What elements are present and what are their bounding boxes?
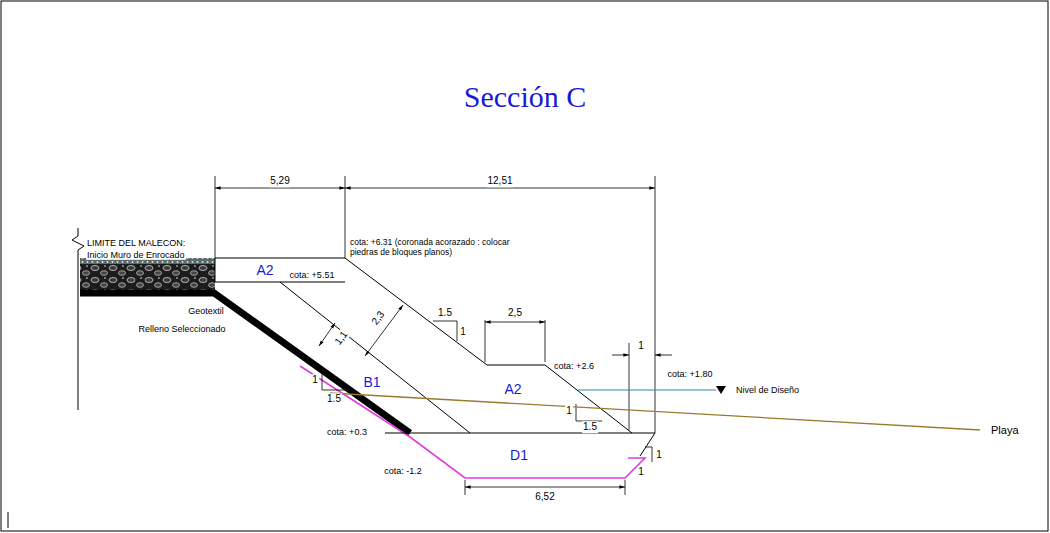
inner-slope <box>280 282 470 433</box>
drawing-label: 1,1 <box>332 328 351 348</box>
thickness-dimension <box>365 305 403 356</box>
drawing-label: 2,3 <box>369 308 388 328</box>
level-symbol <box>716 386 726 394</box>
slope-triangle <box>322 372 346 390</box>
slope-triangle <box>576 404 602 421</box>
drawing-label: B1 <box>362 374 381 390</box>
drawing-label: LIMITE DEL MALECON: <box>86 238 186 248</box>
drawing-label: A2 <box>503 381 522 397</box>
drawing-label: 1 <box>311 374 319 386</box>
thickness-dimension <box>319 323 335 346</box>
dimension-line <box>465 487 625 488</box>
slope-triangle <box>645 447 652 462</box>
liner <box>300 366 645 478</box>
drawing-label: D1 <box>509 447 529 463</box>
drawing-label: Inicio Muro de Enrocado <box>86 250 186 260</box>
dimension-line <box>345 188 655 189</box>
drawing-label: 1 <box>655 449 663 461</box>
outer-slope <box>345 258 632 433</box>
drawing-label: Playa <box>990 424 1020 437</box>
drawing-label: 6,52 <box>534 491 555 503</box>
drawing-label: Relleno Seleccionado <box>137 324 226 334</box>
drawing-label: cota: +1.80 <box>667 369 714 379</box>
drawing-label: 2,5 <box>507 307 523 319</box>
section-title: Sección C <box>464 80 586 114</box>
drawing-label: 1.5 <box>326 393 342 405</box>
drawing-label: 1 <box>459 326 467 338</box>
drawing-label: 1.5 <box>582 421 598 433</box>
drawing-label: cota: +2.6 <box>553 361 595 371</box>
frame-tick <box>8 512 9 528</box>
design-level-line <box>578 389 716 390</box>
extension-lines <box>629 343 630 430</box>
dimension-line <box>215 188 345 189</box>
beach-line <box>330 393 980 430</box>
drawing-label: 1 <box>565 405 573 417</box>
drawing-label: cota: -1.2 <box>383 466 423 476</box>
extension-lines <box>215 176 655 433</box>
rockfill <box>80 264 215 290</box>
drawing-label: cota: +0.3 <box>326 427 368 437</box>
drawing-label: 1.5 <box>437 307 453 319</box>
break-line <box>72 228 84 410</box>
geotextile <box>80 293 410 433</box>
drawing-label: 5,29 <box>269 175 290 187</box>
extension-lines <box>485 320 545 362</box>
drawing-label: cota: +5.51 <box>289 270 336 280</box>
dimension-line <box>655 355 672 356</box>
drawing-label: Nivel de Diseño <box>735 385 800 395</box>
dimension-line <box>612 355 629 356</box>
drawing-label: 1 <box>637 340 645 352</box>
dimension-line <box>485 322 545 323</box>
drawing-label: A2 <box>255 262 274 278</box>
slope-triangle <box>433 321 457 341</box>
drawing-label: cota: +6.31 (coronada acorazado : coloca… <box>349 238 526 258</box>
drawing-label: 12,51 <box>486 175 513 187</box>
crown <box>215 258 345 282</box>
drawing-label: Geotextil <box>187 306 225 316</box>
drawing-label: 1 <box>637 466 645 478</box>
